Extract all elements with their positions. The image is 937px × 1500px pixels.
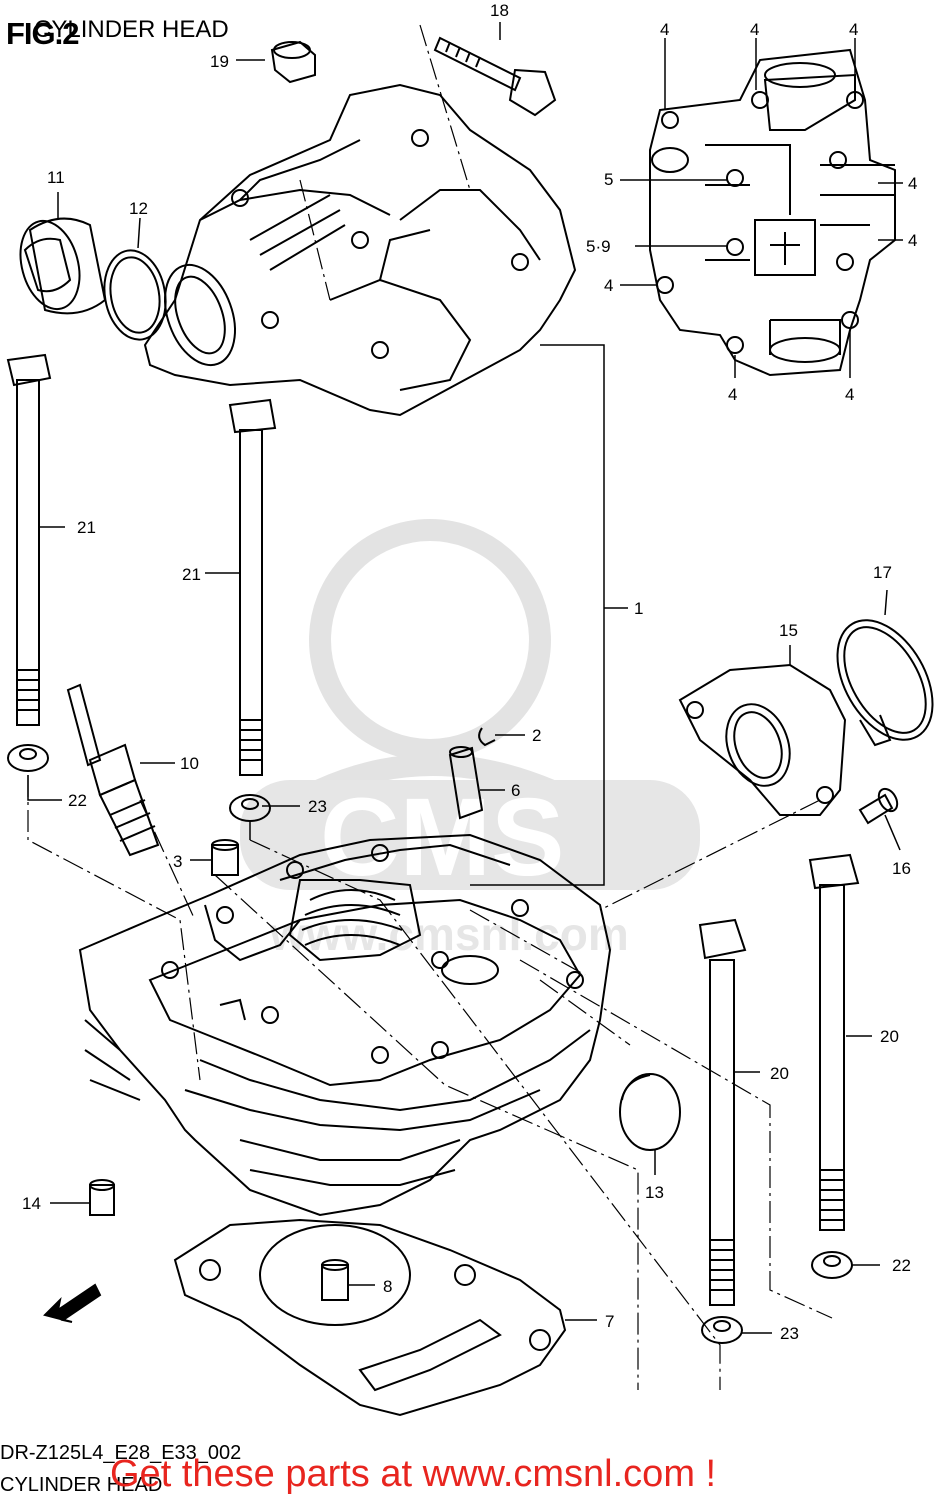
stud-bolt-21-left [6,353,52,726]
callout-5-9: 5·9 [586,237,611,256]
callout-23-a: 23 [308,797,327,816]
callout-4-b: 4 [750,20,759,39]
callout-4-c: 4 [849,20,858,39]
watermark-url-text: www.cmsnl.com [269,908,629,960]
promo-link[interactable]: Get these parts at www.cmsnl.com ! [110,1453,717,1495]
callout-15: 15 [779,621,798,640]
callout-10: 10 [180,754,199,773]
callout-14: 14 [22,1194,41,1213]
forward-arrow-icon: FWD [43,1279,102,1323]
callout-1: 1 [634,599,643,618]
callout-5: 5 [604,170,613,189]
callout-4-f: 4 [604,276,613,295]
callout-4-h: 4 [845,385,854,404]
callout-22-b: 22 [892,1256,911,1275]
bolt-20-center [698,918,747,1306]
watermark-logo-text: CMS [320,776,564,899]
callout-21-b: 21 [182,565,201,584]
callout-23-b: 23 [780,1324,799,1343]
callout-13: 13 [645,1183,664,1202]
callout-4-g: 4 [728,385,737,404]
callout-21-a: 21 [77,518,96,537]
intake-pipe [678,663,847,816]
stud-bolt-21-center [228,398,277,776]
callout-16: 16 [892,859,911,878]
diagram-caption: CYLINDER HEAD [0,1474,163,1496]
dash-dot-alignment-lines [27,24,833,1390]
bolt-18 [433,36,557,117]
callout-18: 18 [490,1,509,20]
model-code: DR-Z125L4_E28_E33_002 [0,1442,242,1464]
washer-22-left [7,744,49,772]
callout-4-a: 4 [660,20,669,39]
washer-23-right [701,1316,743,1344]
callout-2: 2 [532,726,541,745]
callout-20-b: 20 [770,1064,789,1083]
hose-clamp [836,619,934,747]
figure-number: FIG.2 [6,16,80,51]
cover-gasket [649,48,896,377]
callout-4-d: 4 [908,174,917,193]
callout-12: 12 [129,199,148,218]
cylinder-head [78,833,612,1217]
dowel-pin-14 [89,1179,115,1216]
callout-6: 6 [511,781,520,800]
cap-nut-19 [270,40,316,84]
callout-11: 11 [47,168,65,187]
bolt-20-right [808,853,860,1231]
o-ring [103,249,167,341]
oil-plug-cap [19,217,107,315]
callout-22-a: 22 [68,791,87,810]
dowel-pin-3 [211,839,239,876]
callout-3: 3 [173,852,182,871]
cap-plug-13 [619,1073,681,1151]
dowel-pin-8 [321,1259,349,1301]
callout-8: 8 [383,1277,392,1296]
callout-labels: 18 19 11 12 4 4 4 5 4 5·9 4 4 4 4 21 21 … [22,1,917,1343]
callout-4-e: 4 [908,231,917,250]
cylinder-head-cover [143,83,577,417]
leader-lines [27,22,903,1334]
clip-2 [478,727,496,747]
callout-20-a: 20 [880,1027,899,1046]
callout-17: 17 [873,563,892,582]
callout-7: 7 [605,1312,614,1331]
cylinder-head-gasket [173,1218,567,1417]
screw-16 [858,787,899,825]
callout-19: 19 [210,52,229,71]
valve-guide-6 [448,746,484,820]
spark-plug [66,683,160,857]
diagram-title: CYLINDER HEAD [34,16,229,43]
